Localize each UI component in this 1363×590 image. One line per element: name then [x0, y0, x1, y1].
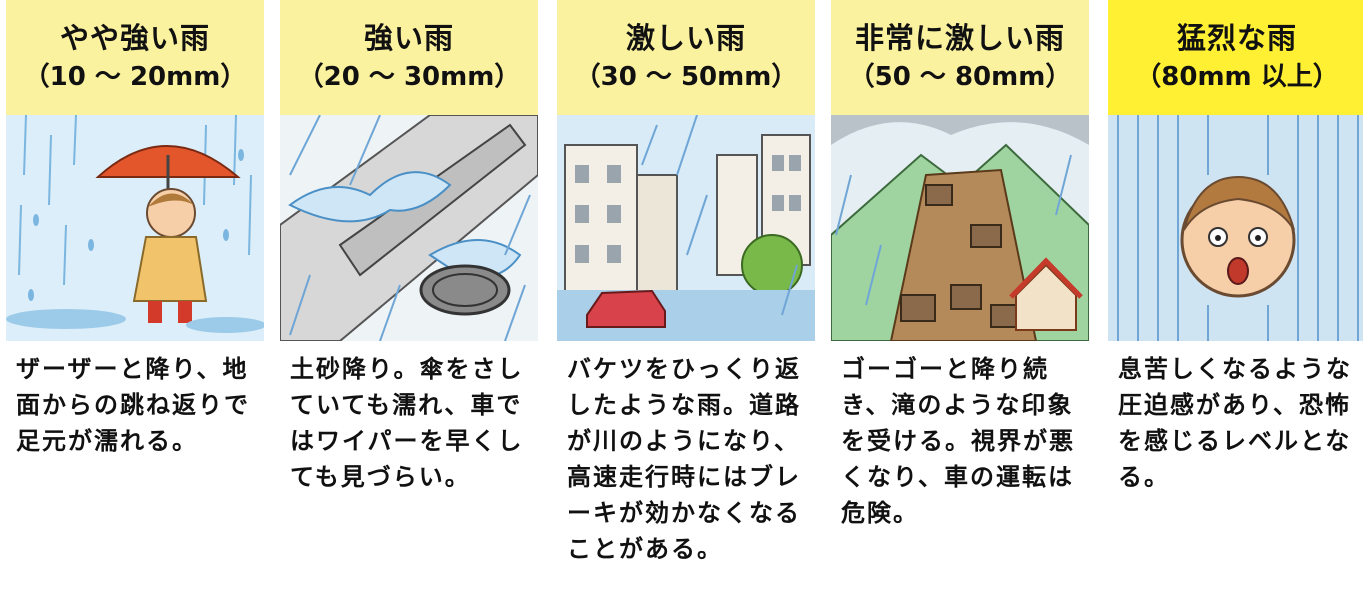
- rain-level-column: 強い雨 （20 ～ 30mm） 土砂降り。傘をさしていても濡れ、車ではワイパーを…: [280, 0, 538, 590]
- rain-level-description: 土砂降り。傘をさしていても濡れ、車ではワイパーを早くしても見づらい。: [290, 355, 524, 491]
- column-header: 非常に激しい雨 （50 ～ 80mm）: [831, 0, 1089, 115]
- rain-level-description: ザーザーと降り、地面からの跳ね返りで足元が濡れる。: [16, 355, 250, 455]
- child-umbrella-illustration: [6, 115, 264, 341]
- rain-amount-range: （30 ～ 50mm）: [574, 62, 798, 92]
- column-header: 激しい雨 （30 ～ 50mm）: [557, 0, 815, 115]
- rain-level-column: 非常に激しい雨 （50 ～ 80mm） ゴーゴーと降り続き、滝のような印象を受け…: [831, 0, 1089, 590]
- rain-level-description: バケツをひっくり返したような雨。道路が川のようになり、高速走行時にはブレーキが効…: [567, 355, 801, 563]
- flooded-street-illustration: [557, 115, 815, 341]
- rain-level-column: やや強い雨 （10 ～ 20mm）: [6, 0, 264, 590]
- rain-level-title: 強い雨: [363, 21, 454, 55]
- rain-level-column: 猛烈な雨 （80mm 以上） 息苦しくなるような圧迫感があり、恐怖を感じるレベル…: [1108, 0, 1363, 590]
- column-header: やや強い雨 （10 ～ 20mm）: [6, 0, 264, 115]
- rain-level-title: 激しい雨: [625, 21, 746, 55]
- rain-level-description: 息苦しくなるような圧迫感があり、恐怖を感じるレベルとなる。: [1118, 355, 1352, 491]
- rain-level-title: やや強い雨: [59, 21, 210, 55]
- rain-level-title: 猛烈な雨: [1176, 21, 1297, 55]
- column-header: 猛烈な雨 （80mm 以上）: [1108, 0, 1363, 115]
- rain-level-description: ゴーゴーと降り続き、滝のような印象を受ける。視界が悪くなり、車の運転は危険。: [841, 355, 1075, 527]
- landslide-illustration: [831, 115, 1089, 341]
- rain-amount-range: （10 ～ 20mm）: [23, 62, 247, 92]
- rain-level-title: 非常に激しい雨: [854, 21, 1065, 55]
- column-header: 強い雨 （20 ～ 30mm）: [280, 0, 538, 115]
- rain-amount-range: （50 ～ 80mm）: [848, 62, 1072, 92]
- rain-amount-range: （20 ～ 30mm）: [297, 62, 521, 92]
- rain-amount-range: （80mm 以上）: [1135, 62, 1339, 92]
- overflowing-gutter-illustration: [280, 115, 538, 341]
- rain-level-column: 激しい雨 （30 ～ 50mm） バケツをひっくり返した: [557, 0, 815, 590]
- scared-face-illustration: [1108, 115, 1363, 341]
